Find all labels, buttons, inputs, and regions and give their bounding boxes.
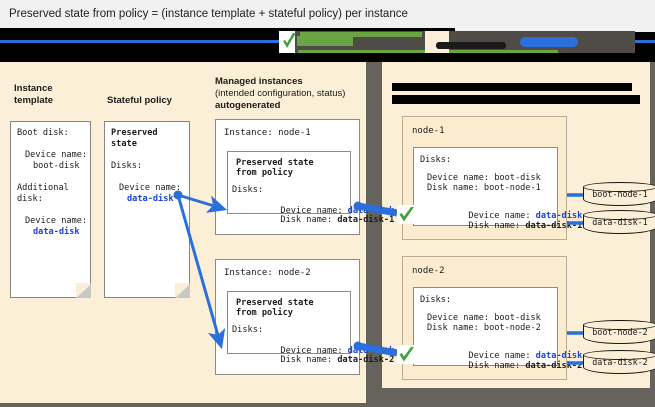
cylinder-body xyxy=(583,325,655,344)
node2-disks-label: Disks: xyxy=(420,295,452,305)
node1-data-disk-label: Disk name: xyxy=(468,221,526,231)
mi2-preserved-title-2: from policy xyxy=(236,308,293,318)
redacted-banner xyxy=(0,28,655,62)
stateful-policy-title: Stateful policy xyxy=(107,95,172,106)
it-additional-label: Additional xyxy=(17,183,69,193)
node1-disks-box: Disks: Device name: boot-disk Disk name:… xyxy=(413,147,582,231)
mi1-disk-name-value: data-disk-1 xyxy=(337,215,395,225)
node2-name: node-2 xyxy=(412,266,445,276)
mi1-instance-label: Instance: node-1 xyxy=(224,128,311,138)
mi2-preserved-title-1: Preserved state xyxy=(236,298,314,308)
sp-device-name-label: Device name: xyxy=(119,183,182,193)
redacted-title-bar-2 xyxy=(392,95,640,104)
volume-label: data-disk-2 xyxy=(592,357,648,367)
cylinder-top xyxy=(583,210,655,220)
mi1-device-name-label: Device name: xyxy=(280,206,348,216)
it-data-device-name-value: data-disk xyxy=(33,227,80,237)
banner-top-gap xyxy=(455,28,655,32)
diagram-canvas: Instance template Stateful policy Manage… xyxy=(0,62,655,407)
node-card-node-2: node-2 Disks: Device name: boot-disk Dis… xyxy=(402,256,582,380)
redacted-title-bar-1 xyxy=(392,83,632,91)
cylinder-top xyxy=(583,350,655,360)
instance-template-note: Boot disk: Device name: boot-disk Additi… xyxy=(10,121,91,298)
node1-disks-label: Disks: xyxy=(420,155,452,165)
node1-data-device-label: Device name: xyxy=(468,211,536,221)
banner-blue-blob xyxy=(520,37,578,47)
node-card-node-1: node-1 Disks: Device name: boot-disk Dis… xyxy=(402,116,582,240)
instance-template-title: Instance template xyxy=(14,83,54,106)
mi2-preserved-state-box: Preserved state from policy Disks: Devic… xyxy=(227,291,394,365)
sp-disks-label: Disks: xyxy=(111,161,143,171)
node2-disks-box: Disks: Device name: boot-disk Disk name:… xyxy=(413,287,582,371)
it-disk-label: disk: xyxy=(17,194,43,204)
node2-data-disk-label: Disk name: xyxy=(468,361,526,371)
sp-device-name-value: data-disk xyxy=(127,194,174,204)
node1-data-disk-value: data-disk-1 xyxy=(525,221,583,231)
mi1-preserved-title-1: Preserved state xyxy=(236,158,314,168)
node1-boot-device-line: Device name: boot-disk xyxy=(427,173,541,183)
cylinder-top xyxy=(583,182,655,192)
sp-preserved-label: Preserved xyxy=(111,128,158,138)
managed-instances-autogenerated: autogenerated xyxy=(215,100,281,111)
node2-data-device-label: Device name: xyxy=(468,351,536,361)
volume-label: data-disk-1 xyxy=(592,217,648,227)
stateful-policy-note: Preserved state Disks: Device name: data… xyxy=(104,121,190,298)
node2-data-device-value: data-disk xyxy=(535,351,583,361)
mi1-disks-label: Disks: xyxy=(232,185,264,195)
banner-dark-blob xyxy=(436,42,506,49)
node1-name: node-1 xyxy=(412,126,445,136)
node2-data-disk-value: data-disk-2 xyxy=(525,361,583,371)
it-data-device-name-label: Device name: xyxy=(25,216,88,226)
banner-green-bar xyxy=(300,32,422,37)
node2-boot-device-line: Device name: boot-disk xyxy=(427,313,541,323)
mi1-preserved-state-box: Preserved state from policy Disks: Devic… xyxy=(227,151,394,225)
it-boot-device-name-label: Device name: xyxy=(25,150,88,160)
volume-data-disk-1: data-disk-1 xyxy=(583,210,655,236)
mi1-preserved-title-2: from policy xyxy=(236,168,293,178)
volume-data-disk-2: data-disk-2 xyxy=(583,350,655,376)
mi2-disk-name-value: data-disk-2 xyxy=(337,355,395,365)
node2-boot-disk-line: Disk name: boot-node-2 xyxy=(427,323,541,333)
it-boot-disk-label: Boot disk: xyxy=(17,128,69,138)
mi2-device-name-label: Device name: xyxy=(280,346,348,356)
cylinder-top xyxy=(583,320,655,330)
sp-state-label: state xyxy=(111,139,137,149)
managed-instance-card-node-2: Instance: node-2 Preserved state from po… xyxy=(215,259,394,375)
cylinder-body xyxy=(583,355,655,374)
mi1-disk-name-label: Disk name: xyxy=(280,215,338,225)
cylinder-body xyxy=(583,215,655,234)
node2-status-check-icon xyxy=(397,345,416,364)
page-title: Preserved state from policy = (instance … xyxy=(0,0,655,28)
node1-status-check-icon xyxy=(397,205,416,224)
volume-boot-node-1: boot-node-1 xyxy=(583,182,655,208)
cylinder-body xyxy=(583,187,655,206)
volume-label: boot-node-2 xyxy=(592,327,648,337)
banner-green-wedge xyxy=(297,36,353,46)
node1-data-device-value: data-disk xyxy=(535,211,583,221)
volume-label: boot-node-1 xyxy=(592,189,648,199)
green-check-icon xyxy=(281,32,297,52)
mi2-disks-label: Disks: xyxy=(232,325,264,335)
managed-instances-subtitle: (intended configuration, status) xyxy=(215,88,346,99)
volume-boot-node-2: boot-node-2 xyxy=(583,320,655,346)
mi2-disk-name-label: Disk name: xyxy=(280,355,338,365)
mi2-instance-label: Instance: node-2 xyxy=(224,268,311,278)
node1-boot-disk-line: Disk name: boot-node-1 xyxy=(427,183,541,193)
managed-instances-title: Managed instances xyxy=(215,76,303,87)
it-boot-device-name-value: boot-disk xyxy=(33,161,80,171)
managed-instance-card-node-1: Instance: node-1 Preserved state from po… xyxy=(215,119,394,235)
